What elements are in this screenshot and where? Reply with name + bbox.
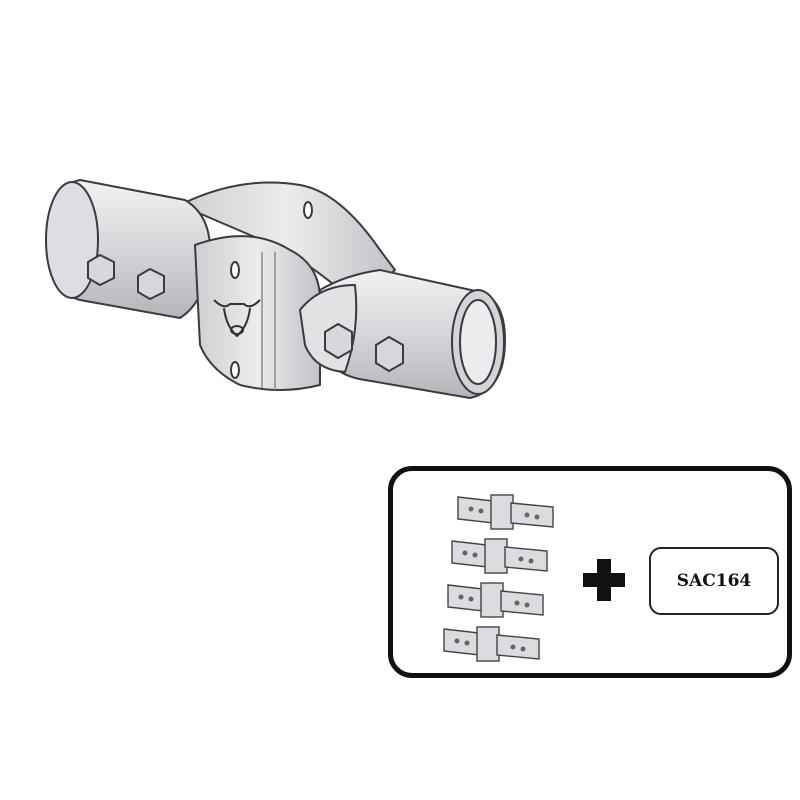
plus-icon xyxy=(583,559,625,601)
bolt-2 xyxy=(137,268,165,300)
clamp-bracket-illustration xyxy=(45,179,506,399)
kit-part-3 xyxy=(447,582,544,618)
kit-code-label: SAC164 xyxy=(649,547,779,615)
kit-parts-stack xyxy=(443,489,563,669)
kit-contents-box: SAC164 xyxy=(388,466,792,678)
kit-part-2 xyxy=(451,538,548,574)
bull-head-icon xyxy=(213,299,261,338)
kit-part-4 xyxy=(443,626,540,662)
kit-part-1 xyxy=(457,494,554,530)
bolt-4 xyxy=(375,336,404,372)
bolt-3 xyxy=(324,323,353,359)
bolt-1 xyxy=(87,254,115,286)
